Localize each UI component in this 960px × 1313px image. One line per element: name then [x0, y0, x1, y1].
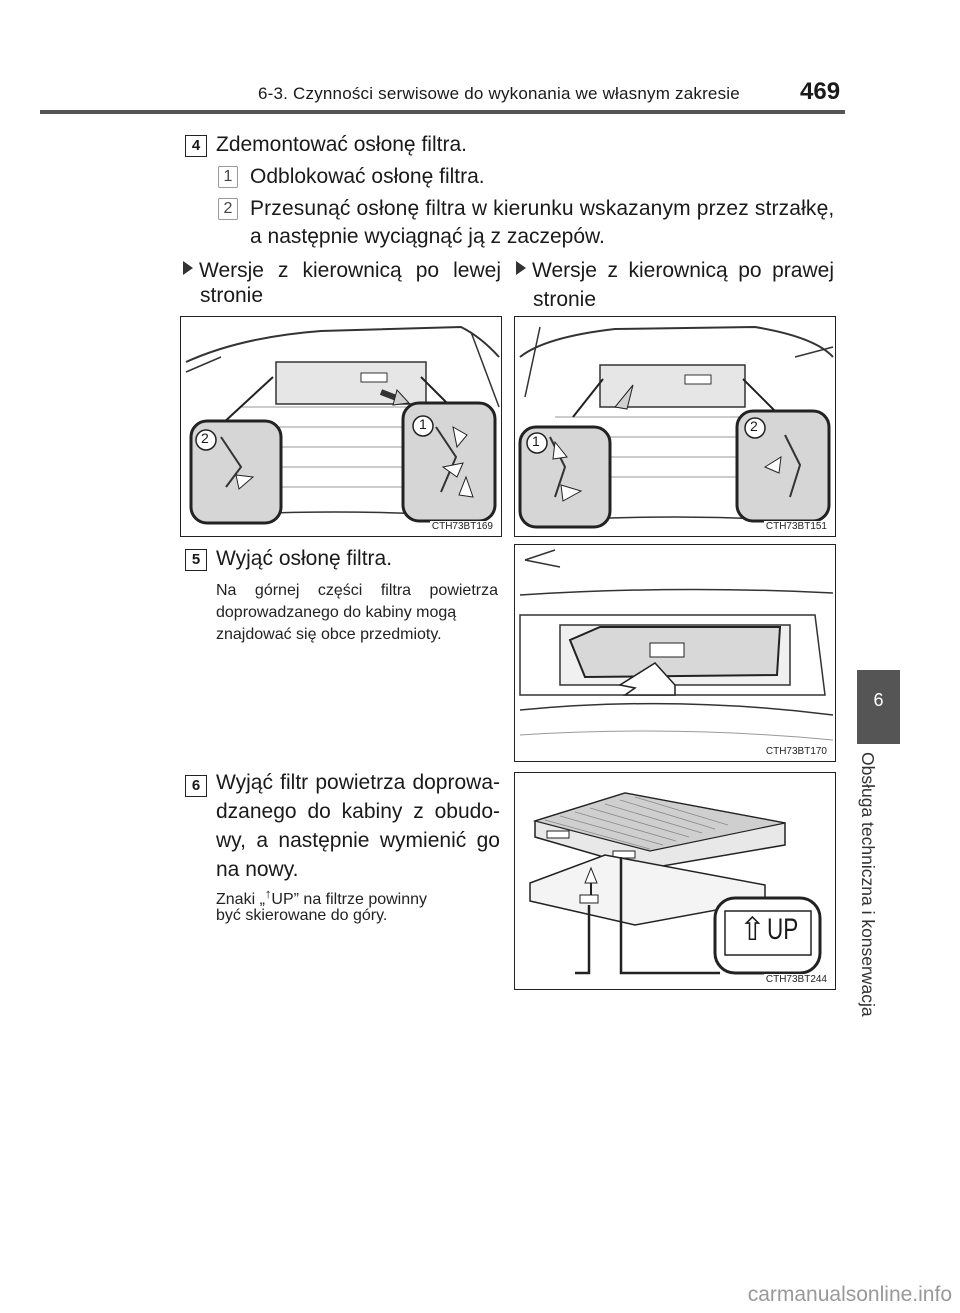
up-marking-arrow-icon: ⇧ [739, 911, 766, 947]
variant-left-hand-drive: Wersje z kierownicą po lewej stronie [183, 258, 503, 308]
header-rule [40, 110, 845, 114]
step-6-note-line2: być skierowane do góry. [216, 907, 388, 924]
step-6-line1: Wyjąć filtr powietrza doprowa- [216, 771, 500, 794]
substep-2-badge: 2 [218, 198, 238, 220]
step-6-line3: wy, a następnie wymienić go [216, 829, 500, 852]
figure-remove-cover: CTH73BT170 [514, 544, 836, 762]
step-4-title: Zdemontować osłonę filtra. [216, 133, 467, 156]
step-6-line4: na nowy. [216, 858, 299, 881]
figure-code: CTH73BT151 [763, 521, 829, 532]
filter-cover-rhd-illustration [518, 325, 834, 529]
bullet-triangle-icon [516, 261, 526, 275]
step-5-badge: 5 [185, 549, 207, 571]
running-header-title: 6-3. Czynności serwisowe do wykonania we… [258, 84, 740, 103]
figure-filter-cover-rhd: 1 2 CTH73BT151 [514, 316, 836, 537]
chapter-tab: 6 [857, 670, 900, 744]
callout-1: 1 [419, 416, 427, 432]
figure-code: CTH73BT169 [429, 521, 495, 532]
up-arrow-icon: ↑ [264, 886, 272, 901]
step-4-badge: 4 [185, 135, 207, 157]
up-marking-label: UP [767, 913, 799, 946]
figure-code: CTH73BT244 [763, 974, 829, 985]
step-6-note-line1: Znaki „↑UP” na filtrze powinny [216, 886, 428, 908]
substep-2-line1: Przesunąć osłonę filtra w kierunku wskaz… [250, 197, 835, 220]
remove-cover-illustration [519, 549, 834, 741]
step-5-note-line2: doprowadzanego do kabiny mogą [216, 604, 457, 621]
page-number: 469 [800, 78, 841, 105]
substep-2-line2: a następnie wyciągnąć ją z zaczepów. [250, 225, 605, 248]
watermark: carmanualsonline.info [747, 1283, 952, 1306]
callout-2: 2 [201, 430, 209, 446]
callout-1: 1 [532, 433, 540, 449]
step-5-note-line1: Na górnej części filtra powietrza [216, 582, 498, 599]
step-5-title: Wyjąć osłonę filtra. [216, 547, 393, 570]
step-6-badge: 6 [185, 775, 207, 797]
filter-cover-lhd-illustration [185, 325, 500, 525]
substep-1-badge: 1 [218, 166, 238, 188]
bullet-triangle-icon [183, 261, 193, 275]
replace-filter-illustration [529, 792, 822, 975]
figure-replace-filter: ⇧ UP CTH73BT244 [514, 772, 836, 990]
callout-2: 2 [750, 418, 758, 434]
step-6-line2: dzanego do kabiny z obudo- [216, 800, 500, 823]
figure-filter-cover-lhd: 2 1 CTH73BT169 [180, 316, 502, 537]
substep-1-text: Odblokować osłonę filtra. [250, 165, 485, 188]
step-5-note-line3: znajdować się obce przedmioty. [216, 626, 442, 643]
figure-code: CTH73BT170 [763, 746, 829, 757]
variant-right-hand-drive: Wersje z kierownicą po prawej stronie [516, 258, 836, 312]
